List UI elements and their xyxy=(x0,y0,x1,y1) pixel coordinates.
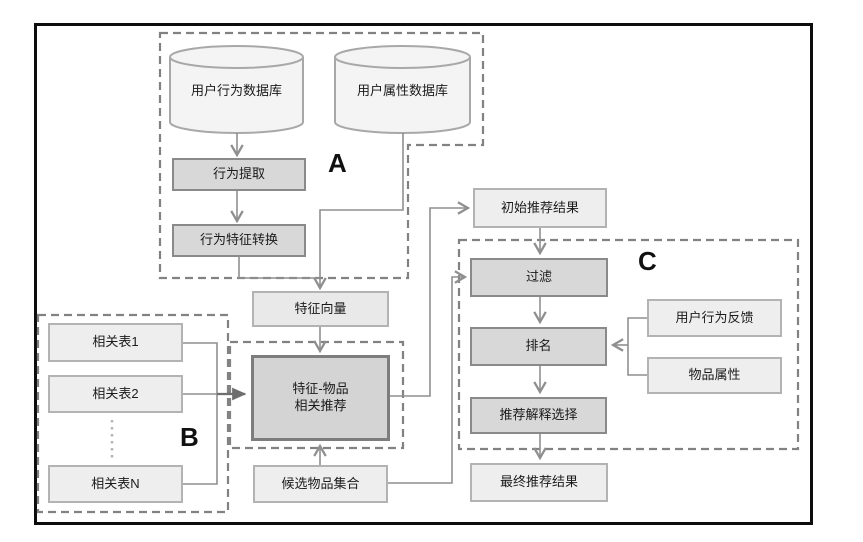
node-user-feedback: 用户行为反馈 xyxy=(647,299,782,337)
db-behavior-label: 用户行为数据库 xyxy=(170,52,303,126)
db-behavior-text: 用户行为数据库 xyxy=(190,82,282,98)
region-a-label: A xyxy=(328,148,347,178)
edge-recommender-to-initial-result xyxy=(390,208,468,397)
node-final-result: 最终推荐结果 xyxy=(470,463,608,502)
db-behavior-cylinder-rim xyxy=(169,56,304,69)
region-c-outline xyxy=(457,238,800,451)
edge-candidate-to-filter xyxy=(388,277,465,484)
node-related-table-1: 相关表1 xyxy=(48,323,183,362)
region-b-label: B xyxy=(180,422,199,452)
node-item-attribute: 物品属性 xyxy=(647,357,782,394)
node-candidate-items: 候选物品集合 xyxy=(253,465,388,503)
db-attribute-text: 用户属性数据库 xyxy=(356,82,448,98)
edge-feedback-attr-connector xyxy=(627,317,647,376)
db-attribute-label: 用户属性数据库 xyxy=(335,52,470,126)
node-feature-vector: 特征向量 xyxy=(252,291,389,327)
node-behavior-extract: 行为提取 xyxy=(172,158,306,191)
edge-convert-to-join xyxy=(238,257,319,279)
db-attribute-cylinder xyxy=(334,45,471,134)
node-feature-item-recommender: 特征-物品 相关推荐 xyxy=(251,355,390,441)
db-behavior-cylinder xyxy=(169,45,304,134)
node-related-table-2: 相关表2 xyxy=(48,375,183,413)
node-ranking: 排名 xyxy=(470,327,607,366)
node-explanation-select: 推荐解释选择 xyxy=(470,397,607,434)
outer-frame xyxy=(34,23,813,525)
edge-related-tables-connector xyxy=(183,342,218,485)
region-b-outline xyxy=(36,313,230,514)
node-behavior-convert: 行为特征转换 xyxy=(172,224,306,257)
node-filter: 过滤 xyxy=(470,258,608,297)
region-a-outline xyxy=(158,31,485,280)
node-initial-result: 初始推荐结果 xyxy=(473,188,607,228)
node-related-table-n: 相关表N xyxy=(48,465,183,503)
db-attribute-cylinder-rim xyxy=(334,56,471,69)
region-c-label: C xyxy=(638,246,657,276)
edge-db-attribute-to-feature-vector xyxy=(320,133,404,288)
region-recommender-outline xyxy=(228,340,405,450)
